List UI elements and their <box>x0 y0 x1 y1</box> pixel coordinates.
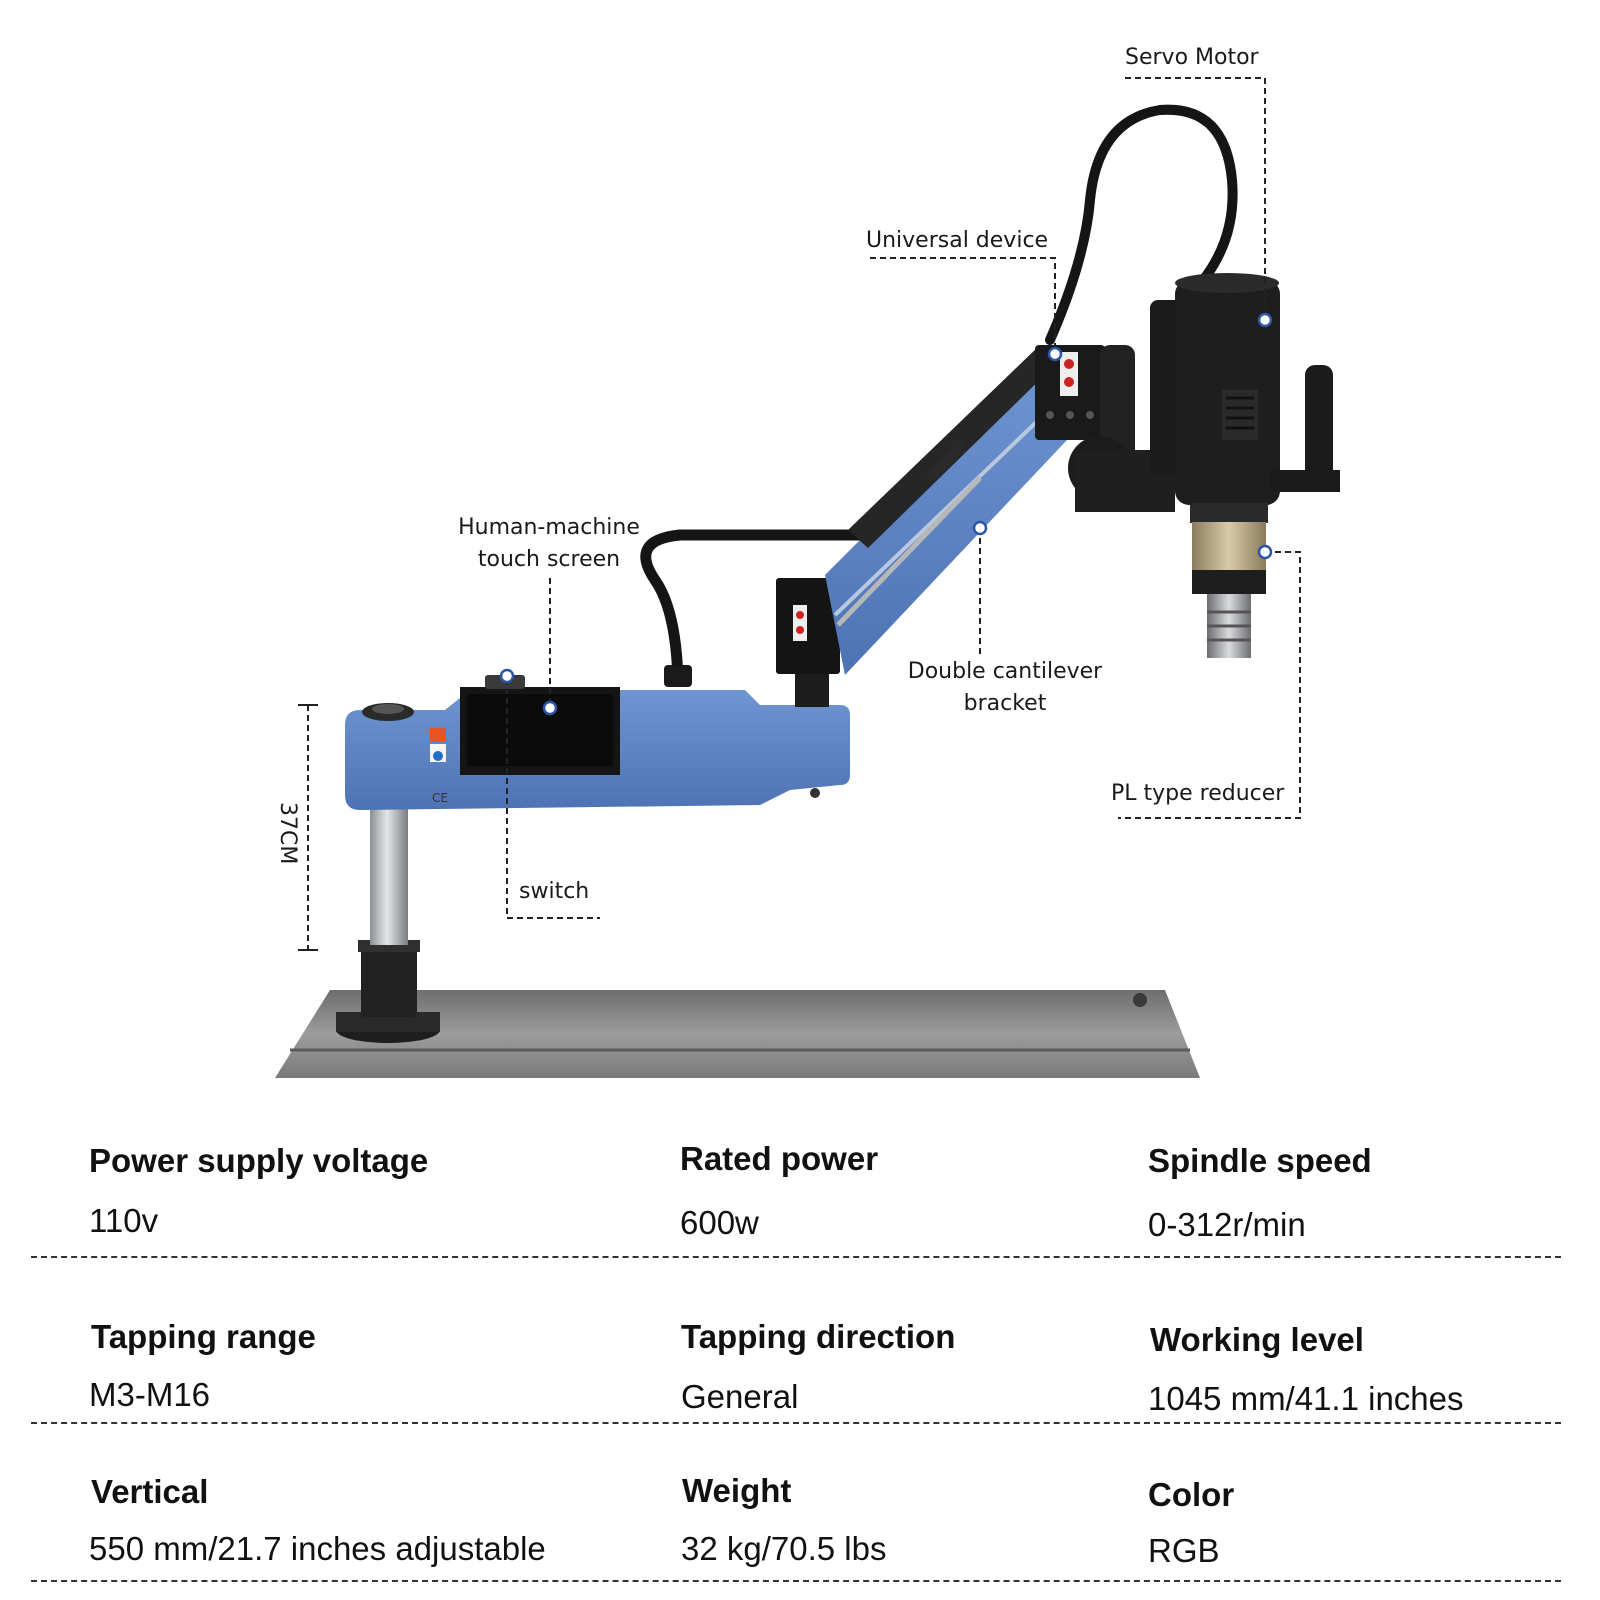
row-divider <box>31 1256 1561 1258</box>
spec-label: Spindle speed <box>1148 1142 1372 1179</box>
hmi-touch-screen <box>460 675 620 775</box>
spec-label: Tapping range <box>91 1318 316 1355</box>
leader-lines <box>506 77 1301 919</box>
spec-value: General <box>681 1378 799 1415</box>
callout-markers <box>499 312 1273 716</box>
height-dimension-label: 37CM <box>275 802 300 864</box>
servo-cable <box>1045 104 1238 345</box>
marker-servo-motor <box>1257 312 1273 328</box>
tap-chuck <box>1207 594 1251 658</box>
work-table <box>275 990 1200 1078</box>
spec-value: 0-312r/min <box>1148 1206 1306 1243</box>
row-divider <box>31 1422 1561 1424</box>
lower-joint <box>776 578 840 707</box>
spec-label: Color <box>1148 1476 1235 1513</box>
callout-double-cantilever-line1: Double cantilever <box>907 659 1103 684</box>
callout-servo-motor: Servo Motor <box>1125 45 1259 70</box>
marker-hmi <box>542 700 558 716</box>
spec-label: Vertical <box>91 1473 209 1510</box>
ce-mark: CE <box>432 791 448 805</box>
spec-label: Working level <box>1150 1321 1364 1358</box>
marker-switch <box>499 668 515 684</box>
height-dimension <box>298 704 318 951</box>
pl-type-reducer <box>1190 503 1268 594</box>
marker-pl-reducer <box>1257 544 1273 560</box>
callout-switch: switch <box>519 879 590 904</box>
tapping-machine-diagram: CE <box>275 77 1340 1078</box>
marker-double-cantilever <box>972 520 988 536</box>
double-cantilever-bracket <box>825 345 1100 675</box>
spec-label: Power supply voltage <box>89 1142 429 1179</box>
marker-universal-device <box>1047 346 1063 362</box>
callout-hmi: Human-machine touch screen <box>446 512 652 576</box>
spec-value: M3-M16 <box>89 1376 211 1413</box>
spec-value: 110v <box>89 1202 159 1239</box>
row-divider <box>31 1580 1561 1582</box>
spec-value: 32 kg/70.5 lbs <box>681 1530 887 1567</box>
spec-label: Weight <box>682 1472 792 1509</box>
spec-value: 550 mm/21.7 inches adjustable <box>89 1530 546 1567</box>
motor-handle <box>1270 365 1340 492</box>
callout-pl-reducer: PL type reducer <box>1111 781 1285 806</box>
servo-motor <box>1150 273 1280 505</box>
spec-value: 600w <box>680 1204 759 1241</box>
spec-value: RGB <box>1148 1532 1220 1569</box>
callout-hmi-line1: Human-machine <box>458 515 640 540</box>
spec-label: Tapping direction <box>681 1318 956 1355</box>
callout-double-cantilever-line2: bracket <box>963 691 1047 716</box>
spec-label: Rated power <box>680 1140 879 1177</box>
universal-device <box>1035 345 1175 512</box>
callout-universal-device: Universal device <box>866 228 1049 253</box>
callout-double-cantilever: Double cantilever bracket <box>905 656 1105 720</box>
vertical-post <box>370 805 408 945</box>
callout-hmi-line2: touch screen <box>477 547 621 572</box>
spec-value: 1045 mm/41.1 inches <box>1148 1380 1464 1417</box>
hmi-cable <box>640 529 876 686</box>
